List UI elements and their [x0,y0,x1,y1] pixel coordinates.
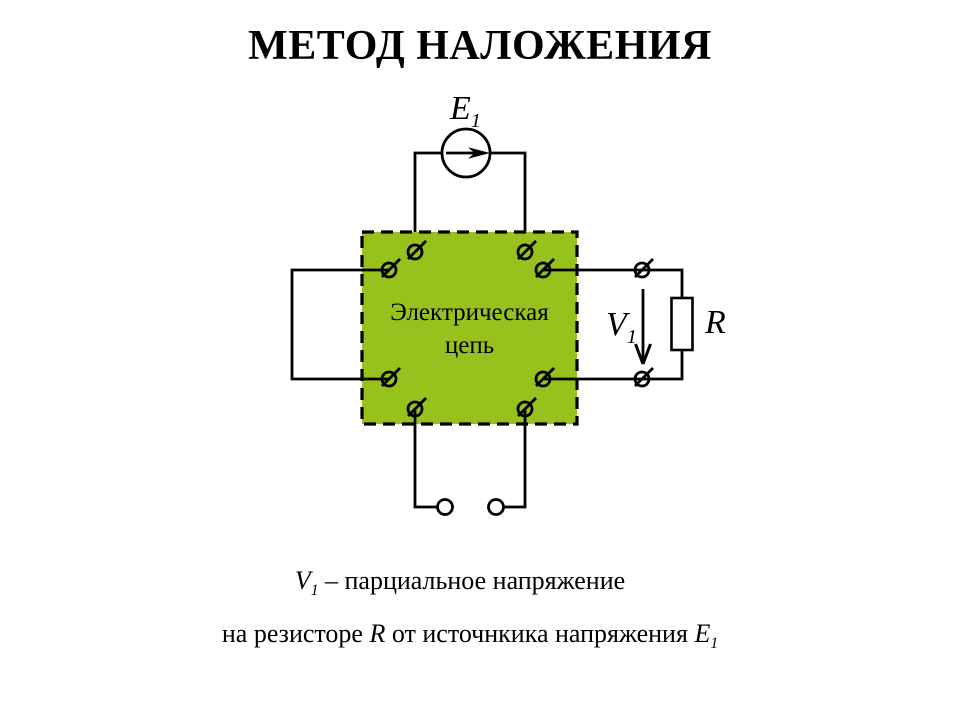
open-terminal-icon [436,498,454,516]
resistor-label: R [705,304,726,341]
caption-line1: V1 – парциальное напряжение [294,566,626,600]
terminal-icon [633,367,654,388]
wire-left-bracket [290,268,389,381]
circuit-box-label: Электрическая цепь [362,296,577,362]
open-terminal-icon [487,498,505,516]
terminal-icon [534,367,555,388]
terminal-icon [516,397,537,418]
terminal-icon [380,367,401,388]
terminal-icon [406,240,427,261]
wire-right-top [543,268,684,299]
circuit-box-label-line2: цепь [444,332,495,359]
voltage-arrow-icon [634,289,652,365]
terminal-icon [406,397,427,418]
source-label: E1 [450,90,481,132]
wire-bottom-right [504,410,527,509]
caption-line2: на резисторе R от источнкика напряжения … [221,619,719,653]
slide-title: МЕТОД НАЛОЖЕНИЯ [248,23,712,69]
wire-source-right [490,151,527,251]
terminal-icon [534,258,555,279]
terminal-icon [633,258,654,279]
terminal-icon [380,258,401,279]
wire-right-bottom [543,349,684,381]
resistor-symbol [670,296,694,352]
circuit-box-label-line1: Электрическая [390,299,549,326]
terminal-icon [516,240,537,261]
voltage-label: V1 [606,306,637,348]
wire-source-left [413,151,442,251]
emf-arrow-icon [446,147,490,159]
wire-bottom-left [413,410,437,509]
